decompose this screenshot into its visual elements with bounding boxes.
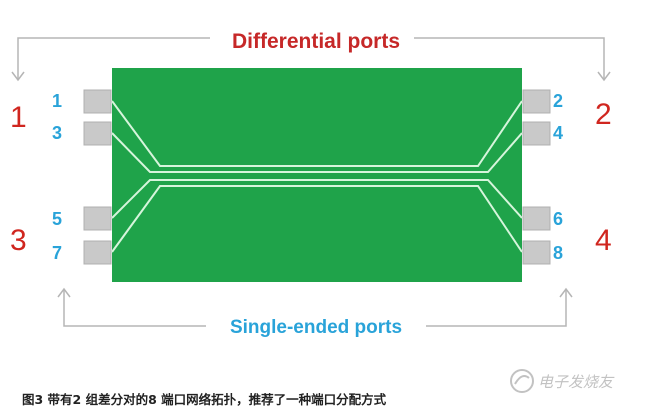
trace (111, 185, 523, 253)
bottom-bracket-arrow (57, 287, 573, 327)
single-ended-ports-label: Single-ended ports (230, 317, 402, 338)
pad-port-5 (83, 206, 112, 231)
pad-port-1 (83, 89, 112, 114)
group-number-4: 4 (595, 224, 612, 257)
pcb-board (112, 68, 522, 282)
port-number-1: 1 (52, 91, 62, 111)
top-bracket-arrow (11, 37, 611, 82)
port-number-8: 8 (553, 243, 563, 263)
pad-port-8 (522, 240, 551, 265)
group-number-3: 3 (10, 224, 27, 257)
port-number-2: 2 (553, 91, 563, 111)
pad-port-4 (522, 121, 551, 146)
watermark-logo-icon (510, 369, 534, 393)
pad-port-3 (83, 121, 112, 146)
pad-port-2 (522, 89, 551, 114)
watermark-text: 电子发烧友 (538, 373, 615, 391)
port-number-4: 4 (553, 123, 563, 143)
port-number-3: 3 (52, 123, 62, 143)
trace (111, 179, 523, 219)
differential-ports-label: Differential ports (232, 30, 400, 53)
pad-port-6 (522, 206, 551, 231)
group-number-2: 2 (595, 98, 612, 131)
trace-group (111, 100, 523, 253)
watermark: 电子发烧友 (510, 369, 615, 393)
trace (111, 100, 523, 167)
pad-group (83, 89, 551, 265)
group-number-1: 1 (10, 101, 27, 134)
trace (111, 132, 523, 173)
pad-port-7 (83, 240, 112, 265)
figure-caption: 图3 带有2 组差分对的8 端口网络拓扑，推荐了一种端口分配方式 (22, 392, 387, 407)
port-number-7: 7 (52, 243, 62, 263)
port-number-5: 5 (52, 209, 62, 229)
port-number-6: 6 (553, 209, 563, 229)
